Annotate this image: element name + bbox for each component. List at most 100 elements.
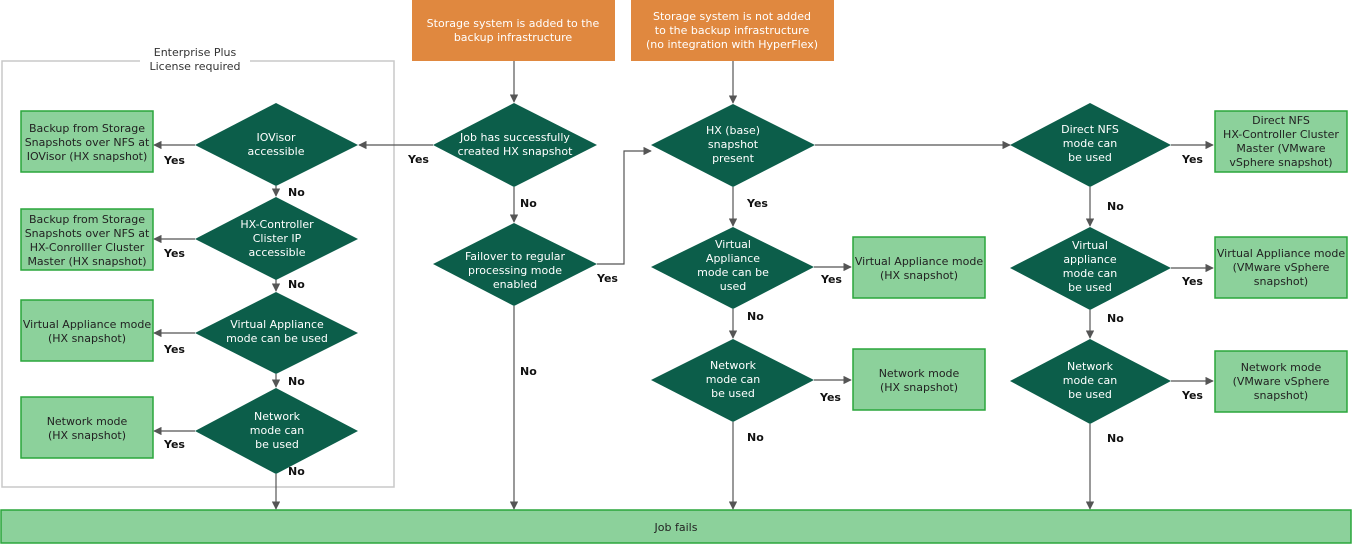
result-net-right bbox=[1214, 350, 1348, 413]
edge-yes-hx-base: Yes bbox=[746, 197, 768, 210]
edge-yes-net-right: Yes bbox=[1181, 389, 1203, 402]
decision-hx-cluster-ip-line2: Clister IP bbox=[253, 232, 302, 245]
result-net-left bbox=[20, 396, 154, 459]
decision-va-mid-line3: mode can be bbox=[697, 266, 769, 279]
result-va-left-line2: (HX snapshot) bbox=[48, 332, 126, 345]
result-va-right-line2: (VMware vSphere bbox=[1233, 261, 1330, 274]
decision-va-mid-line1: Virtual bbox=[715, 238, 751, 251]
decision-va-right-line4: be used bbox=[1068, 281, 1112, 294]
decision-hx-base bbox=[651, 104, 815, 187]
decision-hx-cluster-ip bbox=[195, 197, 358, 280]
decision-failover bbox=[433, 223, 597, 306]
start-not-integrated-line1: Storage system is not added bbox=[653, 10, 811, 23]
decision-hx-base-line2: snapshot bbox=[708, 138, 759, 151]
result-va-mid-line1: Virtual Appliance mode bbox=[855, 255, 983, 268]
edge-no-net-mid: No bbox=[747, 431, 764, 444]
edge-no-net-left: No bbox=[288, 465, 305, 478]
decision-net-mid bbox=[651, 339, 814, 422]
edge-yes-net-mid: Yes bbox=[819, 391, 841, 404]
connectors bbox=[153, 61, 1214, 510]
edge-no-va-left: No bbox=[288, 375, 305, 388]
decision-job-snapshot-line1: Job has successfully bbox=[459, 131, 570, 144]
decision-failover-line2: processing mode bbox=[468, 264, 562, 277]
decision-direct-nfs-line1: Direct NFS bbox=[1061, 123, 1119, 136]
edge-no-iovisor: No bbox=[288, 186, 305, 199]
decision-iovisor-line1: IOVisor bbox=[256, 131, 296, 144]
decision-job-snapshot bbox=[433, 103, 597, 187]
decision-va-left-line1: Virtual Appliance bbox=[230, 318, 324, 331]
job-fails-label: Job fails bbox=[654, 521, 698, 534]
result-direct-nfs bbox=[1214, 110, 1348, 173]
decision-failover-line1: Failover to regular bbox=[465, 250, 566, 263]
result-va-mid-line2: (HX snapshot) bbox=[880, 269, 958, 282]
result-direct-nfs-line4: vSphere snapshot) bbox=[1229, 156, 1332, 169]
result-va-right-line3: snapshot) bbox=[1254, 275, 1308, 288]
edge-yes-net-left: Yes bbox=[163, 438, 185, 451]
result-bfss-iovisor-line3: IOVisor (HX snapshot) bbox=[27, 150, 148, 163]
result-net-right-line1: Network mode bbox=[1241, 361, 1322, 374]
result-bfss-hx-master-line3: HX-Conrolller Cluster bbox=[30, 241, 145, 254]
decision-failover-line3: enabled bbox=[493, 278, 537, 291]
edge-yes-va-mid: Yes bbox=[820, 273, 842, 286]
decision-net-left-line2: mode can bbox=[250, 424, 304, 437]
edge-yes-direct-nfs: Yes bbox=[1181, 153, 1203, 166]
group-label-line1: Enterprise Plus bbox=[154, 46, 237, 59]
decision-direct-nfs bbox=[1010, 103, 1171, 187]
decision-net-mid-line2: mode can bbox=[706, 373, 760, 386]
decision-net-right-line2: mode can bbox=[1063, 374, 1117, 387]
result-net-mid-line2: (HX snapshot) bbox=[880, 381, 958, 394]
start-not-integrated-line2: to the backup infrastructure bbox=[655, 24, 810, 37]
decision-net-mid-line3: be used bbox=[711, 387, 755, 400]
edge-yes-iovisor: Yes bbox=[163, 154, 185, 167]
edge-no-job-snapshot: No bbox=[520, 197, 537, 210]
decision-direct-nfs-line3: be used bbox=[1068, 151, 1112, 164]
decision-net-right bbox=[1010, 339, 1171, 424]
result-bfss-hx-master-line1: Backup from Storage bbox=[29, 213, 145, 226]
result-va-mid bbox=[852, 236, 986, 299]
decision-va-mid bbox=[651, 227, 814, 309]
result-bfss-hx-master-line4: Master (HX snapshot) bbox=[27, 255, 146, 268]
decision-va-right-line2: appliance bbox=[1063, 253, 1117, 266]
decision-net-right-line3: be used bbox=[1068, 388, 1112, 401]
edge-yes-va-left: Yes bbox=[163, 343, 185, 356]
decision-iovisor-line2: accessible bbox=[248, 145, 305, 158]
result-net-left-line2: (HX snapshot) bbox=[48, 429, 126, 442]
decision-hx-cluster-ip-line3: accessible bbox=[249, 246, 306, 259]
decision-hx-base-line1: HX (base) bbox=[706, 124, 760, 137]
edge-yes-failover: Yes bbox=[596, 272, 618, 285]
result-bfss-hx-master-line2: Snapshots over NFS at bbox=[25, 227, 150, 240]
decision-net-left-line3: be used bbox=[255, 438, 299, 451]
result-va-right bbox=[1214, 236, 1348, 299]
decision-job-snapshot-line2: created HX snapshot bbox=[458, 145, 574, 158]
edge-no-failover: No bbox=[520, 365, 537, 378]
result-net-right-line2: (VMware vSphere bbox=[1233, 375, 1330, 388]
job-fails-box bbox=[0, 509, 1352, 544]
result-net-mid-line1: Network mode bbox=[879, 367, 960, 380]
start-not-integrated-line3: (no integration with HyperFlex) bbox=[646, 38, 818, 51]
result-va-left-line1: Virtual Appliance mode bbox=[23, 318, 151, 331]
decision-va-left-line2: mode can be used bbox=[226, 332, 328, 345]
edge-yes-job-snapshot: Yes bbox=[407, 153, 429, 166]
decision-net-left bbox=[195, 388, 358, 474]
start-integrated-line2: backup infrastructure bbox=[454, 31, 573, 44]
start-integrated-line1: Storage system is added to the bbox=[427, 17, 600, 30]
result-va-left bbox=[20, 299, 154, 362]
edge-no-direct-nfs: No bbox=[1107, 200, 1124, 213]
result-direct-nfs-line1: Direct NFS bbox=[1252, 114, 1310, 127]
edge-yes-va-right: Yes bbox=[1181, 275, 1203, 288]
start-not-integrated-box bbox=[631, 0, 834, 61]
decision-net-mid-line1: Network bbox=[710, 359, 757, 372]
decision-direct-nfs-line2: mode can bbox=[1063, 137, 1117, 150]
decision-hx-cluster-ip-line1: HX-Controller bbox=[240, 218, 314, 231]
decision-net-right-line1: Network bbox=[1067, 360, 1114, 373]
group-label-line2: License required bbox=[149, 60, 240, 73]
edge-no-net-right: No bbox=[1107, 432, 1124, 445]
result-bfss-iovisor-line2: Snapshots over NFS at bbox=[25, 136, 150, 149]
decision-net-left-line1: Network bbox=[254, 410, 301, 423]
result-direct-nfs-line3: Master (VMware bbox=[1236, 142, 1325, 155]
decision-iovisor bbox=[195, 103, 358, 186]
decision-va-left bbox=[195, 292, 358, 374]
edge-no-va-right: No bbox=[1107, 312, 1124, 325]
edge-no-va-mid: No bbox=[747, 310, 764, 323]
